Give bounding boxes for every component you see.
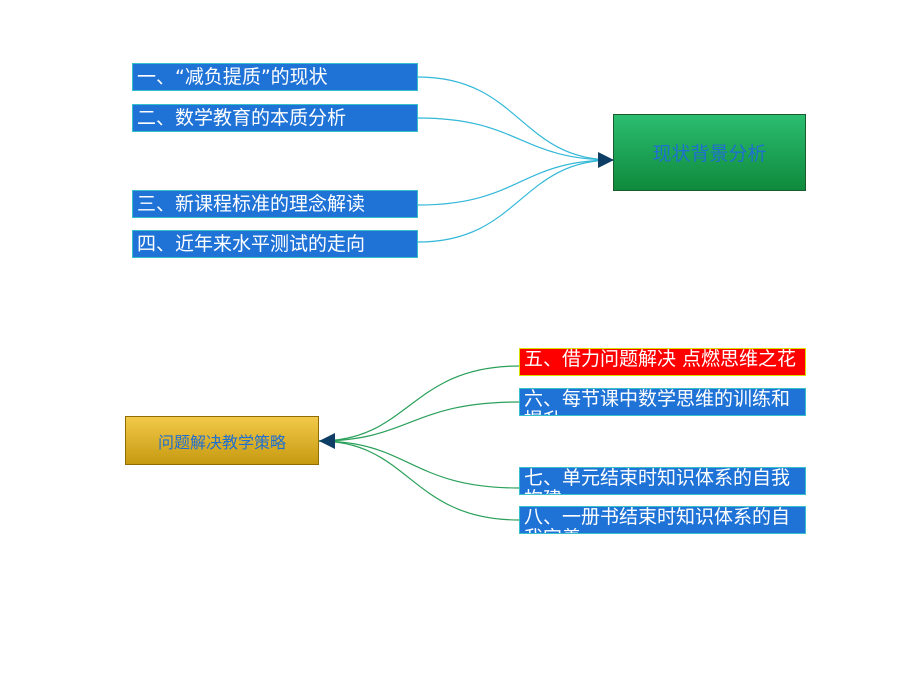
arrow-right-icon: [598, 152, 614, 168]
top-item-2[interactable]: 二、数学教育的本质分析: [132, 104, 418, 132]
link-bottom-1: [318, 365, 520, 442]
link-top-3: [417, 159, 614, 206]
bottom-item-2[interactable]: 六、每节课中数学思维的训练和提升: [519, 388, 806, 416]
hub-problem-solving-strategy[interactable]: 问题解决教学策略: [125, 416, 319, 465]
link-bottom-3: [318, 440, 520, 489]
bottom-item-1[interactable]: 五、借力问题解决 点燃思维之花: [519, 348, 806, 376]
link-top-1: [417, 76, 614, 161]
arrow-left-icon: [319, 433, 335, 449]
top-item-1[interactable]: 一、“减负提质”的现状: [132, 63, 418, 91]
link-top-4: [417, 159, 614, 243]
top-item-4[interactable]: 四、近年来水平测试的走向: [132, 230, 418, 258]
link-top-2: [417, 117, 614, 161]
bottom-item-3[interactable]: 七、单元结束时知识体系的自我构建: [519, 467, 806, 495]
top-item-3[interactable]: 三、新课程标准的理念解读: [132, 190, 418, 218]
hub-status-background[interactable]: 现状背景分析: [613, 114, 806, 191]
link-bottom-4: [318, 440, 520, 521]
link-bottom-2: [318, 401, 520, 442]
bottom-item-4[interactable]: 八、一册书结束时知识体系的自我完善: [519, 506, 806, 534]
